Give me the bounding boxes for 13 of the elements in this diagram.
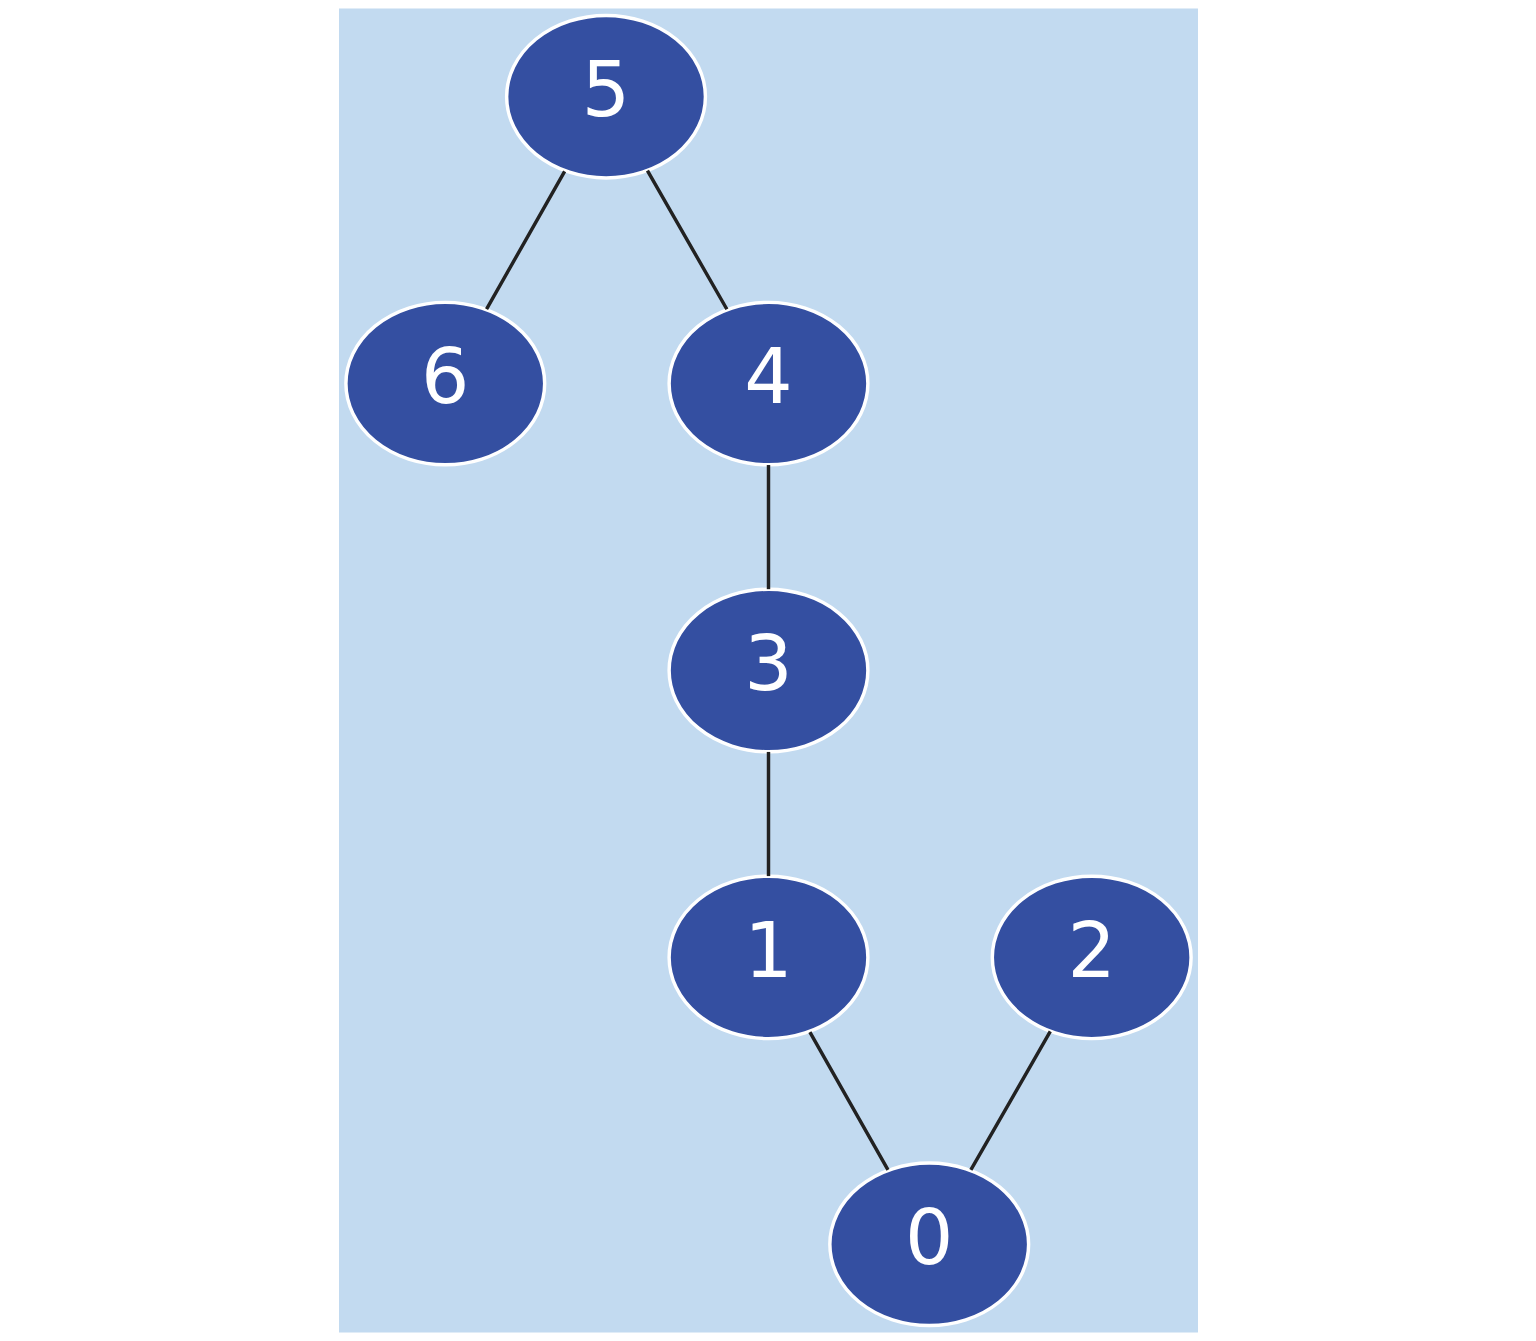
- node-ellipse: 2: [990, 874, 1193, 1041]
- connector: [484, 170, 566, 310]
- connector: [645, 169, 728, 311]
- node-ellipse: 1: [666, 874, 870, 1041]
- connector: [766, 751, 770, 877]
- node-ellipse: 0: [827, 1161, 1030, 1328]
- connector: [807, 1031, 889, 1171]
- node-ellipse: 6: [343, 300, 546, 467]
- node-ellipse: 5: [504, 13, 707, 180]
- connector: [968, 1030, 1052, 1171]
- node-ellipse: 3: [666, 587, 870, 754]
- connector: [766, 465, 770, 590]
- node-ellipse: 4: [666, 300, 870, 467]
